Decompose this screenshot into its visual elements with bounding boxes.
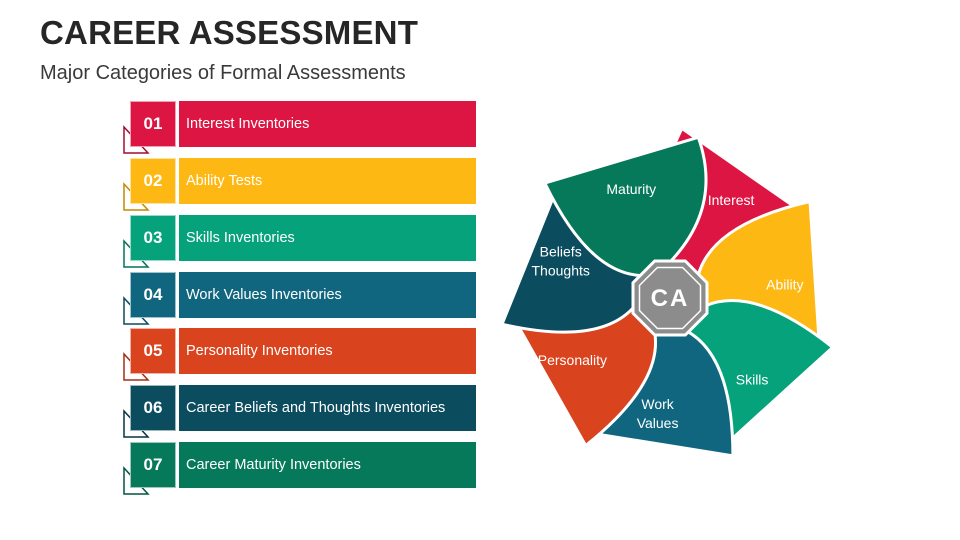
item-number: 06 (130, 385, 176, 431)
item-label: Ability Tests (179, 158, 476, 204)
item-label: Skills Inventories (179, 215, 476, 261)
petal-label: Personality (538, 352, 607, 368)
petal-label: Interest (708, 192, 755, 208)
list-item: 04 Work Values Inventories (122, 272, 482, 325)
assessment-list: 01 Interest Inventories 02 Ability Tests… (122, 101, 482, 495)
item-label: Career Maturity Inventories (179, 442, 476, 488)
petal-label: Maturity (606, 181, 656, 197)
list-item: 03 Skills Inventories (122, 215, 482, 268)
list-item: 06 Career Beliefs and Thoughts Inventori… (122, 385, 482, 438)
list-item: 07 Career Maturity Inventories (122, 442, 482, 495)
center-octagon (631, 259, 709, 337)
center-octagon-ring (638, 266, 702, 330)
item-number: 01 (130, 101, 176, 147)
page-title: CAREER ASSESSMENT (40, 14, 419, 51)
item-number: 05 (130, 328, 176, 374)
petal-label: Ability (766, 277, 803, 293)
item-number: 03 (130, 215, 176, 261)
item-number: 07 (130, 442, 176, 488)
center-label: CA (651, 285, 690, 312)
item-label: Interest Inventories (179, 101, 476, 147)
item-number: 02 (130, 158, 176, 204)
list-item: 01 Interest Inventories (122, 101, 482, 154)
list-item: 05 Personality Inventories (122, 328, 482, 381)
item-label: Work Values Inventories (179, 272, 476, 318)
item-label: Personality Inventories (179, 328, 476, 374)
item-label: Career Beliefs and Thoughts Inventories (179, 385, 476, 431)
page-subtitle: Major Categories of Formal Assessments (40, 62, 406, 84)
petal-label: Skills (736, 371, 769, 387)
petal-maturity (543, 135, 708, 278)
list-item: 02 Ability Tests (122, 158, 482, 211)
item-number: 04 (130, 272, 176, 318)
